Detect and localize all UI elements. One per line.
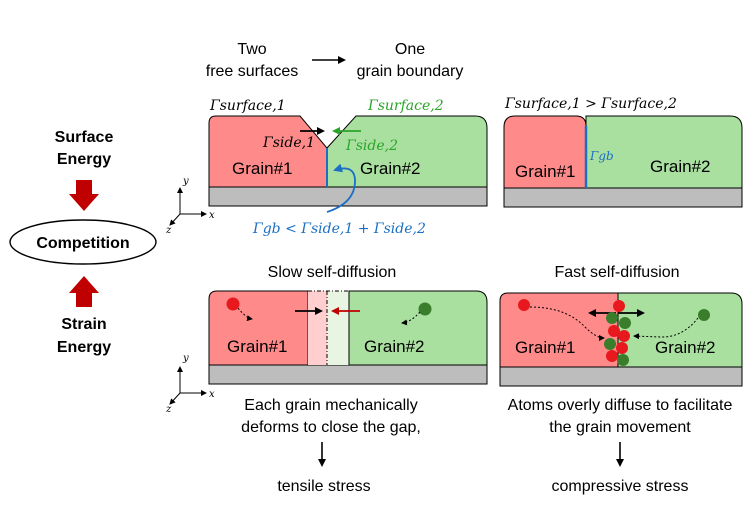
axis-y-label: y bbox=[182, 353, 189, 364]
axis-x-label: x bbox=[209, 389, 215, 400]
panel-one-grain-boundary: Γsurface,1 > Γsurface,2 Γgb Grain#1 Grai… bbox=[503, 96, 743, 208]
svg-text:Surface: Surface bbox=[55, 129, 114, 146]
panel-slow-self-diffusion: Slow self-diffusion Grain#1 Grain#2 Each… bbox=[208, 264, 488, 495]
boundary-pointer-arrow bbox=[326, 163, 356, 213]
strain-energy-label: Strain Energy bbox=[57, 316, 111, 356]
grain-2-shape bbox=[617, 292, 743, 368]
atom-path-red bbox=[529, 306, 605, 341]
axis-y-label: y bbox=[182, 176, 189, 187]
grain-2-shape bbox=[326, 115, 488, 188]
gb-inequality-label: Γgb < Γside,1 + Γside,2 bbox=[252, 221, 426, 237]
axis-z-label: z bbox=[165, 225, 172, 236]
grain-2-label: Grain#2 bbox=[360, 159, 420, 178]
atom-green bbox=[698, 309, 710, 321]
competition-ellipse bbox=[9, 219, 157, 265]
gap-region-green bbox=[327, 291, 349, 365]
grain-2-shape bbox=[348, 290, 488, 366]
grain-2-shape bbox=[585, 115, 743, 189]
grain-1-label: Grain#1 bbox=[515, 162, 575, 181]
svg-text:Each grain mechanically: Each grain mechanically bbox=[244, 397, 417, 414]
up-arrow-icon bbox=[69, 276, 99, 307]
two-free-surfaces-label: Two free surfaces bbox=[206, 41, 298, 80]
panel-two-free-surfaces: Γsurface,1 Γsurface,2 Γside,1 Γside,2 Gr… bbox=[208, 98, 488, 237]
substrate bbox=[208, 186, 488, 207]
axis-x-label: x bbox=[209, 210, 215, 221]
svg-text:free surfaces: free surfaces bbox=[206, 63, 298, 80]
gamma-gb-label: Γgb bbox=[589, 149, 614, 163]
atom-path-red bbox=[237, 307, 253, 322]
gamma-surface-2-label: Γsurface,2 bbox=[367, 98, 444, 114]
slow-diffusion-caption: Each grain mechanically deforms to close… bbox=[241, 397, 421, 436]
substrate bbox=[208, 364, 488, 385]
atom-red bbox=[226, 297, 240, 311]
svg-text:deforms to close the gap,: deforms to close the gap, bbox=[241, 419, 421, 436]
atom-green bbox=[418, 302, 432, 316]
fast-diffusion-title: Fast self-diffusion bbox=[554, 264, 679, 281]
gap-region-red bbox=[308, 291, 327, 365]
slow-diffusion-title: Slow self-diffusion bbox=[268, 264, 397, 281]
svg-text:One: One bbox=[395, 41, 425, 58]
competition-label: Competition bbox=[36, 235, 129, 252]
axis-z-label: z bbox=[165, 404, 172, 415]
atom-path-green bbox=[633, 317, 699, 340]
svg-text:Strain: Strain bbox=[61, 316, 106, 333]
substrate bbox=[499, 366, 743, 387]
interface-atom-cluster bbox=[604, 300, 631, 366]
grain-1-shape bbox=[208, 115, 328, 188]
down-arrow-icon bbox=[69, 180, 99, 211]
compressive-stress-label: compressive stress bbox=[552, 478, 689, 495]
grain-1-label: Grain#1 bbox=[232, 159, 292, 178]
grain-2-label: Grain#2 bbox=[655, 338, 715, 357]
substrate bbox=[503, 187, 743, 208]
gamma-side-1-label: Γside,1 bbox=[262, 135, 315, 151]
svg-text:Two: Two bbox=[237, 41, 266, 58]
svg-text:Energy: Energy bbox=[57, 151, 111, 168]
grain-1-label: Grain#1 bbox=[227, 337, 287, 356]
panel-fast-self-diffusion: Fast self-diffusion Grain#1 Grain#2 Atom… bbox=[499, 264, 743, 495]
tensile-stress-label: tensile stress bbox=[277, 478, 370, 495]
grain-2-label: Grain#2 bbox=[364, 337, 424, 356]
surface-energy-label: Surface Energy bbox=[55, 129, 114, 168]
one-grain-boundary-label: One grain boundary bbox=[357, 41, 464, 80]
gamma-surface-1-label: Γsurface,1 bbox=[209, 98, 286, 114]
axes-bottom bbox=[169, 366, 207, 405]
svg-text:the grain movement: the grain movement bbox=[549, 419, 691, 436]
axes-top bbox=[169, 187, 207, 226]
atom-red bbox=[518, 299, 530, 311]
surface-inequality-label: Γsurface,1 > Γsurface,2 bbox=[504, 96, 677, 112]
gamma-side-2-label: Γside,2 bbox=[345, 138, 398, 154]
fast-diffusion-caption: Atoms overly diffuse to facilitate the g… bbox=[508, 397, 733, 436]
svg-text:Energy: Energy bbox=[57, 339, 111, 356]
grain-1-shape bbox=[503, 115, 587, 189]
grain-1-label: Grain#1 bbox=[515, 338, 575, 357]
grain-2-label: Grain#2 bbox=[650, 157, 710, 176]
svg-text:Atoms overly diffuse to facili: Atoms overly diffuse to facilitate bbox=[508, 397, 733, 414]
svg-text:grain boundary: grain boundary bbox=[357, 63, 464, 80]
